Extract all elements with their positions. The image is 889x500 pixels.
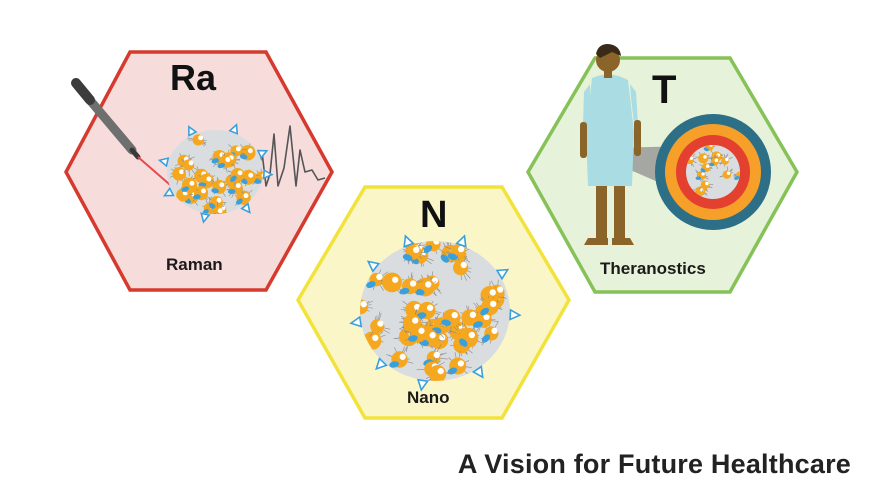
raman-symbol: Ra bbox=[170, 57, 217, 98]
theranostics-label: Theranostics bbox=[600, 259, 706, 278]
theranostics-symbol: T bbox=[652, 68, 677, 112]
nanoparticle-cluster-icon bbox=[349, 234, 522, 392]
raman-nanoparticle-cluster-icon bbox=[157, 123, 274, 224]
hospital-gown bbox=[586, 74, 634, 186]
raman-spectrum-icon bbox=[251, 125, 326, 187]
nano-symbol: N bbox=[420, 194, 448, 236]
patient-figure-icon bbox=[580, 44, 641, 245]
nano-label: Nano bbox=[407, 388, 450, 407]
caption: A Vision for Future Healthcare bbox=[457, 449, 851, 479]
tumor-target-icon bbox=[655, 114, 771, 230]
raman-label: Raman bbox=[166, 255, 223, 274]
